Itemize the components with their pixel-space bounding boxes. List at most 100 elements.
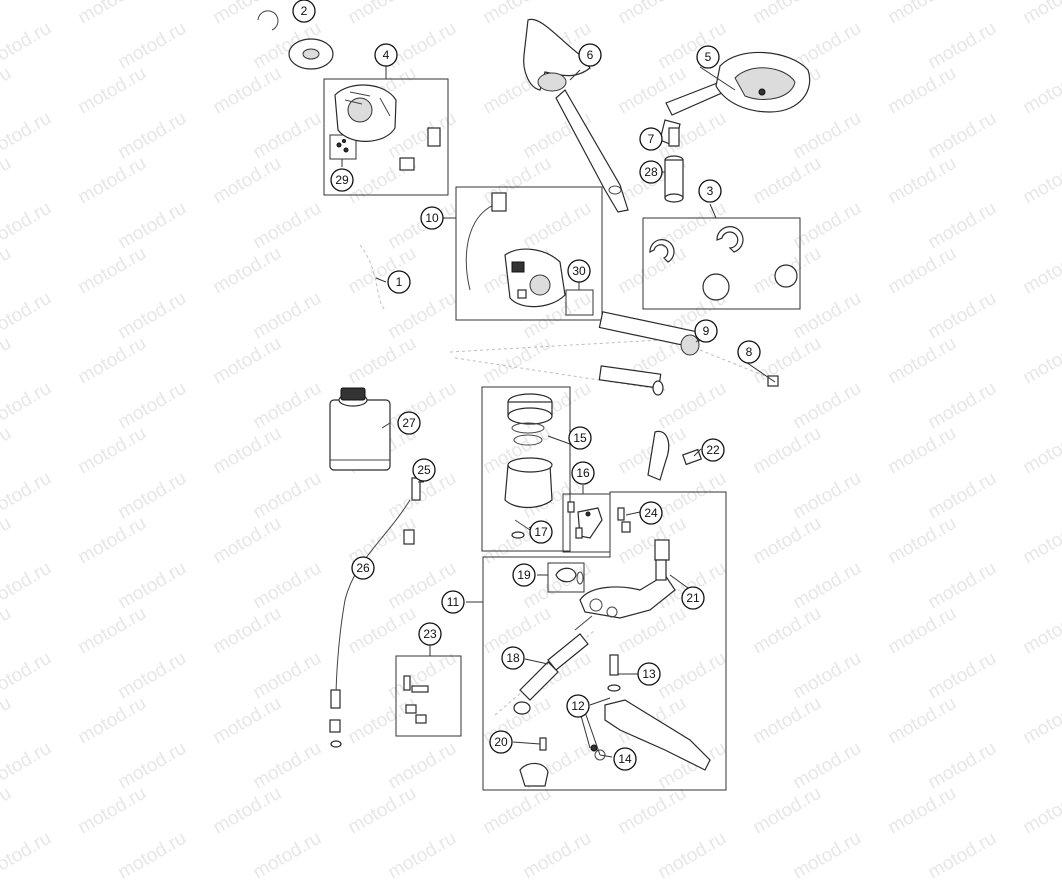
- callout-10: 10: [420, 206, 444, 230]
- callout-circle: [418, 622, 442, 646]
- callout-label: 16: [576, 466, 590, 480]
- part-19-clip: [555, 567, 584, 585]
- part-4-switch-housing: [334, 84, 441, 171]
- part-5-mirror: [659, 51, 811, 147]
- part-27-reservoir: [329, 387, 391, 471]
- part-16-bracket: [567, 501, 603, 539]
- callout-circle: [529, 520, 553, 544]
- part-23-hardware: [403, 675, 429, 724]
- callout-label: 9: [703, 324, 710, 338]
- part-25-26-hose: [329, 477, 421, 748]
- callout-28: 28: [639, 160, 663, 184]
- callout-16: 16: [571, 461, 595, 485]
- callout-label: 15: [573, 431, 587, 445]
- callout-label: 20: [494, 735, 508, 749]
- callout-21: 21: [681, 586, 705, 610]
- callout-13: 13: [637, 662, 661, 686]
- group-box-30: [565, 289, 594, 316]
- callout-circle: [737, 340, 761, 364]
- watermark-text: motod.ru: [519, 827, 595, 884]
- callout-label: 27: [402, 416, 416, 430]
- group-box-19: [547, 562, 585, 593]
- watermark-text: motod.ru: [0, 827, 55, 884]
- watermark-text: motod.ru: [249, 827, 325, 884]
- callout-17: 17: [529, 520, 553, 544]
- part-20-small-bracket: [519, 737, 549, 787]
- callout-circle: [566, 694, 590, 718]
- callout-circle: [568, 426, 592, 450]
- callout-label: 1: [396, 275, 403, 289]
- callout-11: 11: [441, 590, 465, 614]
- callout-circle: [613, 747, 637, 771]
- callout-label: 11: [447, 595, 460, 609]
- watermark-text: motod.ru: [789, 827, 865, 884]
- callout-circle: [578, 43, 602, 67]
- callout-label: 3: [707, 184, 714, 198]
- part-10-switch-cable: [465, 192, 566, 308]
- callout-circle: [694, 319, 718, 343]
- callout-12: 12: [566, 694, 590, 718]
- group-box-10: [455, 186, 603, 321]
- callout-circle: [412, 458, 436, 482]
- callout-circle: [701, 438, 725, 462]
- callout-circle: [639, 160, 663, 184]
- callout-label: 28: [644, 165, 658, 179]
- callout-8: 8: [737, 340, 761, 364]
- part-3-grip-rings: [649, 226, 798, 301]
- callout-18: 18: [501, 646, 525, 670]
- callout-15: 15: [568, 426, 592, 450]
- callout-27: 27: [397, 411, 421, 435]
- callout-circle: [567, 259, 591, 283]
- callout-label: 13: [642, 667, 656, 681]
- watermark-text: motod.ru: [384, 827, 460, 884]
- callout-30: 30: [567, 259, 591, 283]
- callout-4: 4: [374, 43, 398, 67]
- callout-label: 18: [506, 651, 520, 665]
- callout-label: 14: [618, 752, 632, 766]
- group-box-3: [642, 217, 801, 310]
- callout-circle: [571, 461, 595, 485]
- callout-24: 24: [639, 501, 663, 525]
- callout-label: 26: [356, 561, 370, 575]
- callout-20: 20: [489, 730, 513, 754]
- part-6-mirror-stem: [523, 18, 629, 213]
- callout-14: 14: [613, 747, 637, 771]
- callout-label: 21: [686, 591, 700, 605]
- part-1-cable: [359, 244, 386, 311]
- callout-9: 9: [694, 319, 718, 343]
- callout-circle: [397, 411, 421, 435]
- callout-label: 29: [335, 173, 349, 187]
- callout-26: 26: [351, 556, 375, 580]
- callout-label: 25: [417, 463, 431, 477]
- callout-circle: [351, 556, 375, 580]
- callout-label: 7: [648, 132, 655, 146]
- callout-label: 8: [746, 345, 753, 359]
- callout-circle: [387, 270, 411, 294]
- callout-19: 19: [512, 563, 536, 587]
- watermark-text: motod.ru: [654, 827, 730, 884]
- callout-3: 3: [698, 179, 722, 203]
- callout-label: 10: [425, 211, 439, 225]
- callout-circle: [512, 563, 536, 587]
- callout-label: 12: [571, 699, 585, 713]
- callout-circle: [639, 127, 663, 151]
- callout-label: 23: [423, 627, 437, 641]
- callout-label: 5: [705, 50, 712, 64]
- callout-1: 1: [387, 270, 411, 294]
- callout-label: 17: [534, 525, 548, 539]
- part-7-28-sleeve: [664, 127, 684, 203]
- part-15-master-cylinder: [504, 393, 553, 539]
- part-8-9-grips: [449, 311, 779, 396]
- parts-diagram: 1234567891011121314151617181920212223242…: [257, 0, 811, 791]
- callout-29: 29: [330, 168, 354, 192]
- callout-circle: [489, 730, 513, 754]
- callout-circle: [501, 646, 525, 670]
- part-2-ring-and-disc: [257, 10, 334, 70]
- callout-6: 6: [578, 43, 602, 67]
- callout-label: 19: [517, 568, 531, 582]
- callout-circle: [639, 501, 663, 525]
- callout-label: 24: [644, 506, 658, 520]
- callout-label: 2: [301, 4, 308, 18]
- group-box-11: [482, 491, 727, 791]
- callout-2: 2: [292, 0, 316, 23]
